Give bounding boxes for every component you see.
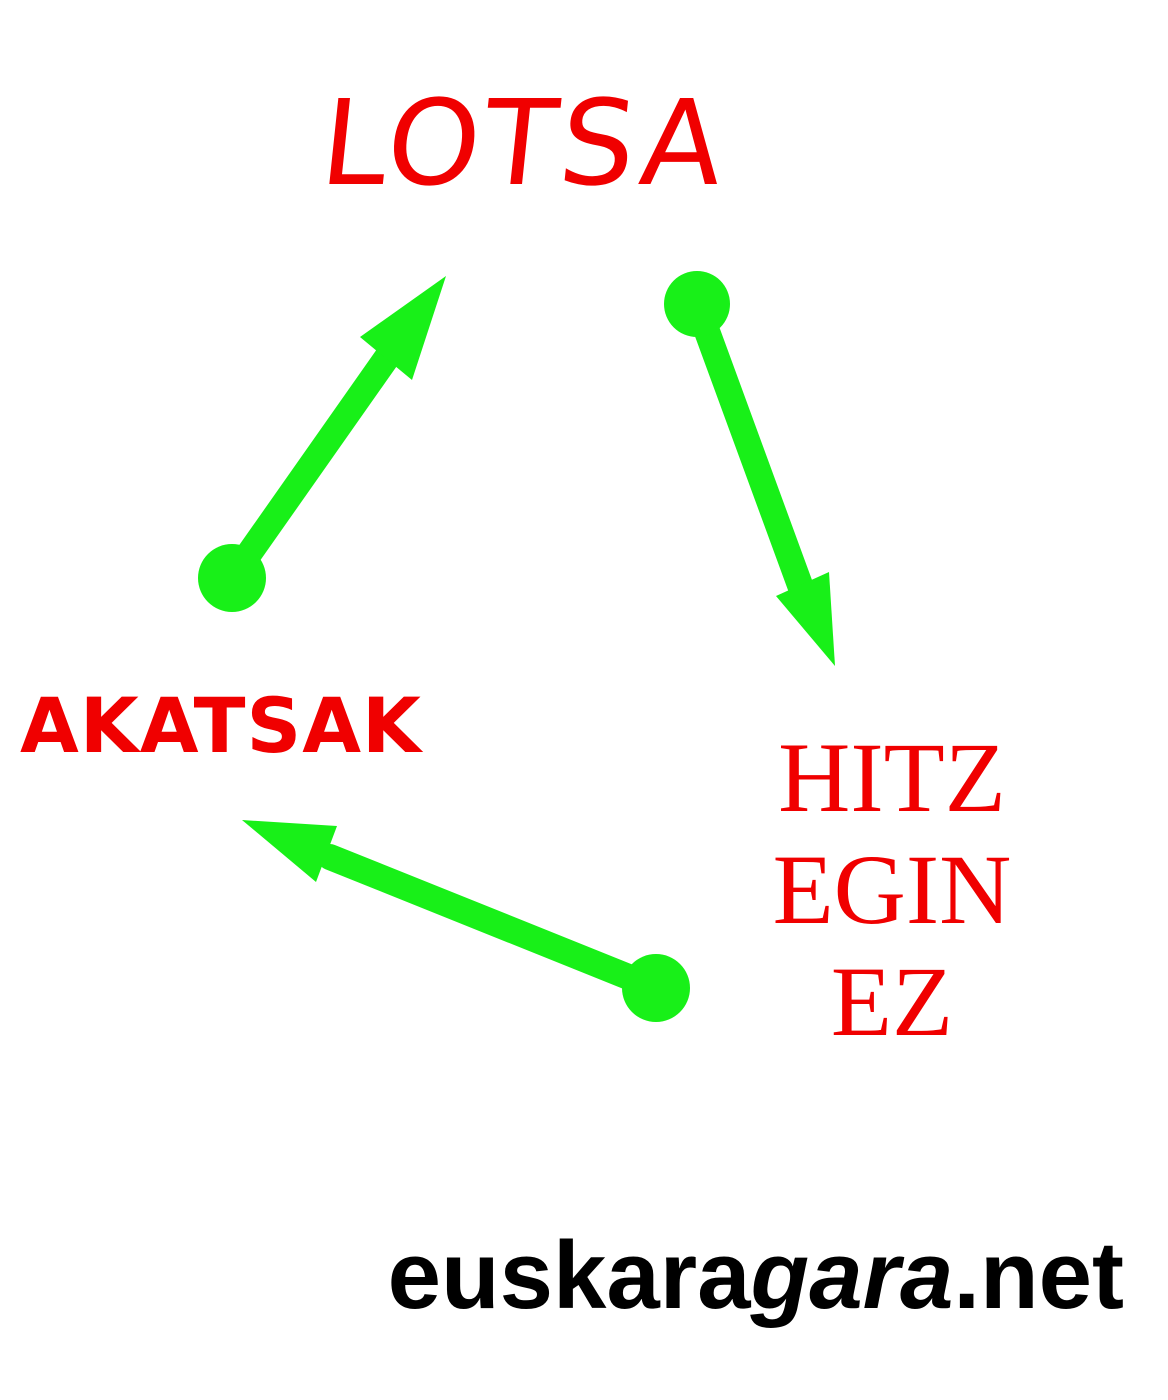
node-hitz-egin-ez-line-3: EZ bbox=[830, 946, 954, 1057]
node-hitz-egin-ez-line-1: HITZ bbox=[778, 722, 1006, 833]
arrow-hitz-egin-ez-to-akatsak bbox=[242, 820, 690, 1022]
arrow-akatsak-to-lotsa bbox=[198, 276, 446, 612]
node-akatsak-label: AKATSAK bbox=[20, 681, 422, 770]
arrow-lotsa-to-hitz-egin-ez bbox=[664, 271, 835, 666]
watermark-part-net: .net bbox=[953, 1222, 1124, 1329]
watermark-part-euskara: euskara bbox=[387, 1222, 751, 1329]
node-lotsa-label: LOTSA bbox=[314, 74, 734, 212]
site-watermark: euskaragara.net bbox=[388, 1228, 1124, 1324]
node-hitz-egin-ez-line-2: EGIN bbox=[772, 834, 1012, 945]
watermark-part-gara: gara bbox=[750, 1222, 954, 1329]
node-hitz-egin-ez-label: HITZ EGIN EZ bbox=[762, 722, 1022, 1058]
